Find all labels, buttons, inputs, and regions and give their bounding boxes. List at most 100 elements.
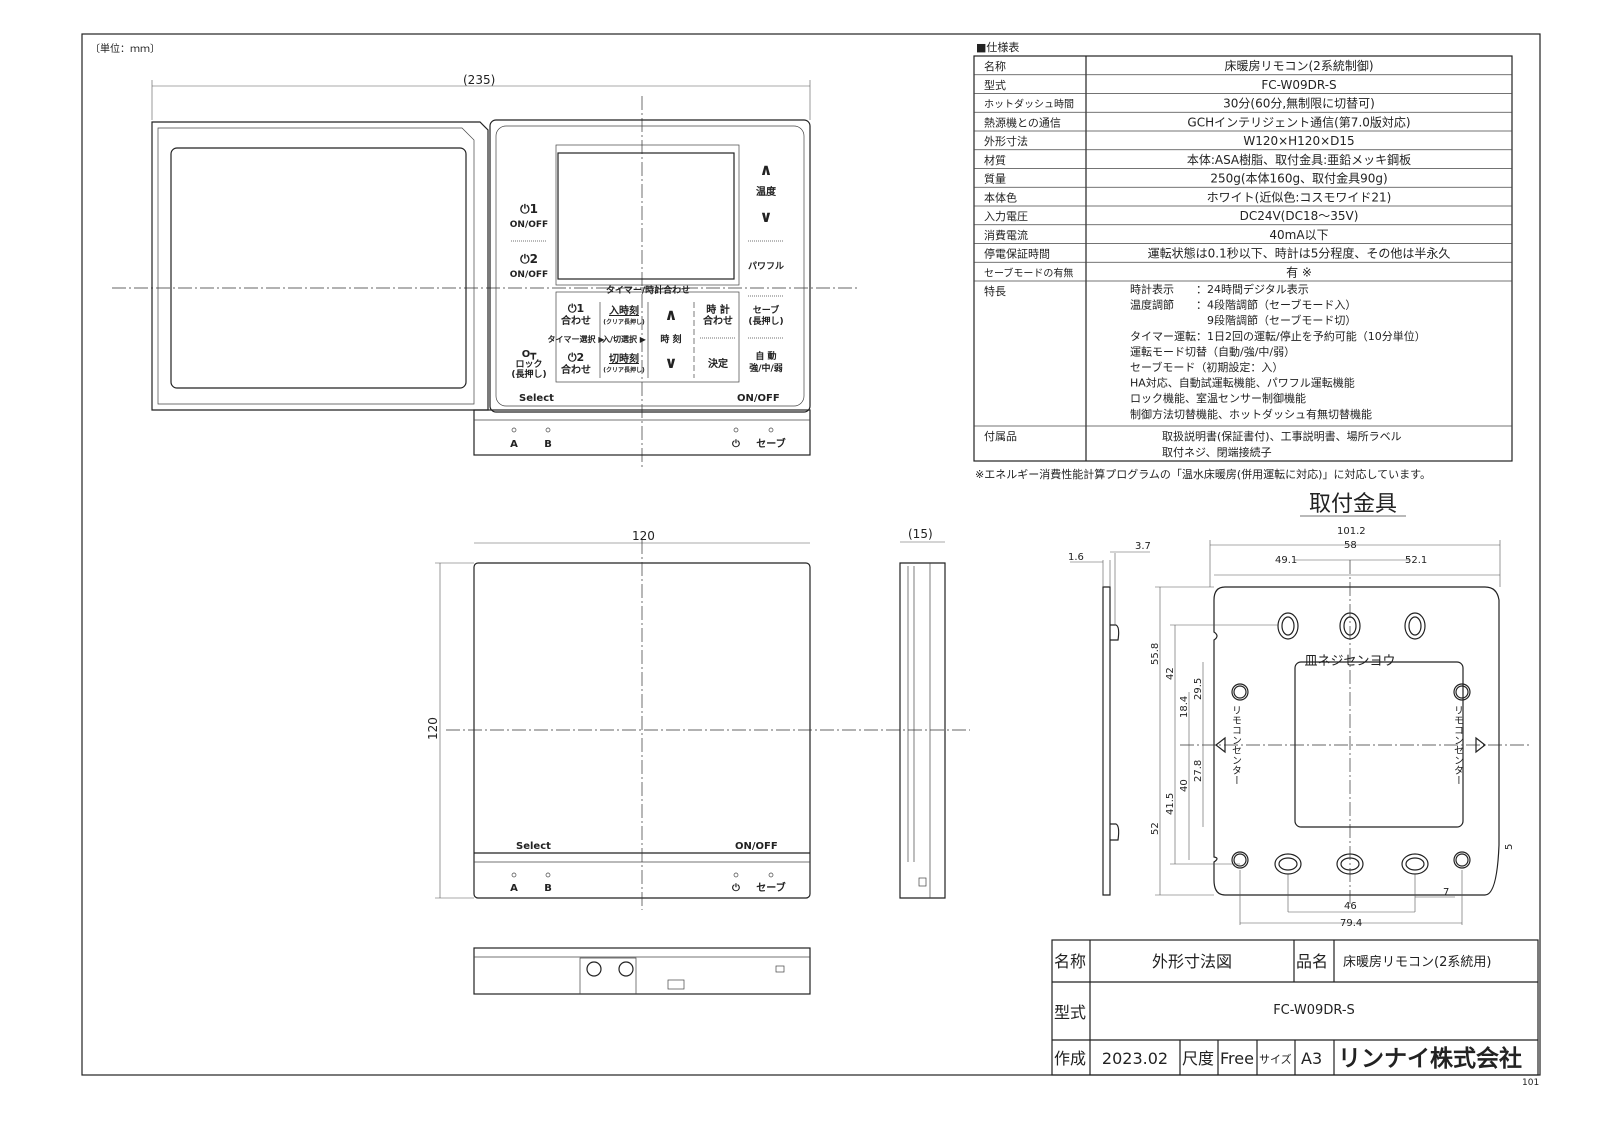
- btn-save-sub: (長押し): [748, 315, 783, 327]
- dim-7: 7: [1443, 887, 1449, 898]
- btn-zone2-onoff[interactable]: ON/OFF: [510, 270, 548, 280]
- dim-52-v: 52: [1150, 822, 1161, 835]
- dim-41-5: 41.5: [1165, 793, 1176, 815]
- spec-title: ■仕様表: [976, 40, 1019, 54]
- btn-timer2-set[interactable]: 合わせ: [560, 363, 591, 376]
- btn-powerful[interactable]: パワフル: [748, 260, 784, 272]
- led-save-label-closed: セーブ: [756, 881, 785, 894]
- btn-on-time[interactable]: 入時刻: [609, 304, 639, 317]
- onoff-select-label: 入/切選択 ▶: [601, 334, 647, 344]
- dim-27-8: 27.8: [1193, 760, 1204, 782]
- btn-mode-label: 強/中/弱: [749, 362, 783, 374]
- dim-55-8: 55.8: [1150, 643, 1161, 665]
- spec-value: FC-W09DR-S: [1261, 78, 1336, 92]
- dim-42: 42: [1165, 667, 1176, 680]
- feature-line: 運転モード切替（自動/強/中/弱）: [1130, 344, 1295, 358]
- model-number: FC-W09DR-S: [1273, 1003, 1355, 1018]
- spec-value: W120×H120×D15: [1243, 134, 1354, 148]
- accessories-label: 付属品: [984, 430, 1017, 443]
- dim-depth: (15): [908, 527, 933, 541]
- title-block: 名称 外形寸法図 品名 床暖房リモコン(2系統用) 型式 FC-W09DR-S …: [1051, 939, 1539, 1076]
- remote-closed-view: 120 120 Select ON/OFF A B ⏻ セーブ: [426, 529, 970, 910]
- dim-40: 40: [1179, 779, 1190, 792]
- select-label: Select: [519, 393, 554, 404]
- size-label: サイズ: [1259, 1052, 1292, 1066]
- name-label: 名称: [1054, 952, 1086, 971]
- feature-line: 9段階調節（セーブモード切）: [1130, 313, 1356, 327]
- dim-bracket-depth: 3.7: [1135, 541, 1151, 552]
- btn-zone1-icon: ⏻1: [520, 202, 538, 216]
- led-b-label: B: [544, 439, 552, 450]
- feature-line: 温度調節 ：4段階調節（セーブモード入）: [1130, 298, 1356, 312]
- model-label: 型式: [1054, 1003, 1086, 1022]
- time-label: 時 刻: [660, 333, 681, 345]
- led-a-label-closed: A: [510, 883, 518, 894]
- product-label: 品名: [1296, 952, 1328, 971]
- dim-5: 5: [1504, 844, 1515, 850]
- bracket-window: [1294, 661, 1464, 828]
- btn-off-time[interactable]: 切時刻: [609, 352, 639, 365]
- lcd-screen: [557, 152, 735, 280]
- dim-58: 58: [1344, 540, 1357, 551]
- spec-value: 本体:ASA樹脂、取付金具:亜鉛メッキ鋼板: [1187, 152, 1411, 167]
- remote-body: [489, 119, 811, 413]
- led-save-label: セーブ: [756, 437, 785, 450]
- led-timer-label-closed: ⏻: [732, 882, 740, 894]
- spec-key: 材質: [984, 153, 1006, 167]
- features-label: 特長: [984, 284, 1006, 298]
- created-date: 2023.02: [1102, 1049, 1168, 1068]
- screw-label: 皿ネジセンヨウ: [1304, 654, 1395, 669]
- spec-value: DC24V(DC18～35V): [1240, 209, 1359, 223]
- accessory-line: 取付ネジ、閉端接続子: [1162, 445, 1272, 459]
- led-a-label: A: [510, 439, 518, 450]
- btn-timer1-set[interactable]: 合わせ: [560, 314, 591, 327]
- onoff-label: ON/OFF: [737, 393, 780, 404]
- spec-value: 床暖房リモコン(2系統制御): [1225, 58, 1374, 73]
- btn-save[interactable]: セーブ: [753, 304, 779, 316]
- remote-bottom-view: [473, 947, 811, 995]
- center-label-right: リモコンセンター: [1452, 705, 1464, 785]
- feature-line: 時計表示 ：24時間デジタル表示: [1130, 282, 1309, 296]
- spec-key: 停電保証時間: [984, 247, 1050, 261]
- remote-side-view: (15): [899, 527, 946, 899]
- bracket-title: 取付金具: [1309, 492, 1397, 517]
- spec-key: ホットダッシュ時間: [984, 98, 1074, 111]
- dim-width: 120: [632, 529, 655, 543]
- spec-key: 消費電流: [984, 228, 1028, 242]
- btn-time-up[interactable]: ∧: [665, 305, 678, 324]
- btn-zone2-icon: ⏻2: [520, 252, 538, 266]
- btn-clock-set-2: 合わせ: [702, 314, 733, 327]
- spec-value: 運転状態は0.1秒以下、時計は5分程度、その他は半永久: [1148, 246, 1451, 261]
- remote-open-view: (235) ⏻1 ON/OFF ⏻2 ON/OFF O┳ ロック (長押し) ∧…: [112, 73, 860, 470]
- btn-timer1-icon: ⏻1: [568, 302, 584, 315]
- company-name: リンナイ株式会社: [1338, 1045, 1522, 1072]
- spec-note: ※エネルギー消費性能計算プログラムの「温水床暖房(併用運転に対応)」に対応してい…: [975, 467, 1431, 481]
- btn-auto[interactable]: 自 動: [755, 350, 776, 362]
- remote-cover: [151, 121, 489, 411]
- spec-value: GCHインテリジェント通信(第7.0版対応): [1187, 115, 1410, 129]
- btn-temp-up[interactable]: ∧: [760, 160, 773, 179]
- spec-value: 有 ※: [1286, 265, 1312, 279]
- btn-clock-set[interactable]: 時 計: [706, 303, 729, 316]
- sheet-frame: [81, 33, 1541, 1076]
- btn-decide[interactable]: 決定: [708, 357, 728, 370]
- feature-line: タイマー運転：1日2回の運転/停止を予約可能（10分単位）: [1130, 329, 1426, 343]
- dim-bracket-thickness: 1.6: [1068, 552, 1084, 563]
- spec-key: 型式: [984, 78, 1006, 92]
- dim-29-5: 29.5: [1193, 678, 1204, 700]
- timer-header: タイマー/時計合わせ: [606, 284, 690, 296]
- spec-key: 入力電圧: [984, 210, 1028, 223]
- btn-temp-down[interactable]: ∨: [760, 207, 773, 226]
- timer-select-label: タイマー選択 ▶: [548, 334, 606, 344]
- size-value: A3: [1301, 1049, 1322, 1068]
- btn-lock[interactable]: ロック: [515, 359, 542, 370]
- btn-zone1-onoff[interactable]: ON/OFF: [510, 220, 548, 230]
- btn-time-down[interactable]: ∨: [665, 353, 678, 372]
- remote-bottom-strip: [473, 409, 811, 456]
- spec-value: 40mA以下: [1269, 228, 1328, 242]
- temp-label: 温度: [756, 185, 777, 198]
- dim-height: 120: [426, 717, 440, 740]
- sheet-number: 101: [1522, 1078, 1539, 1088]
